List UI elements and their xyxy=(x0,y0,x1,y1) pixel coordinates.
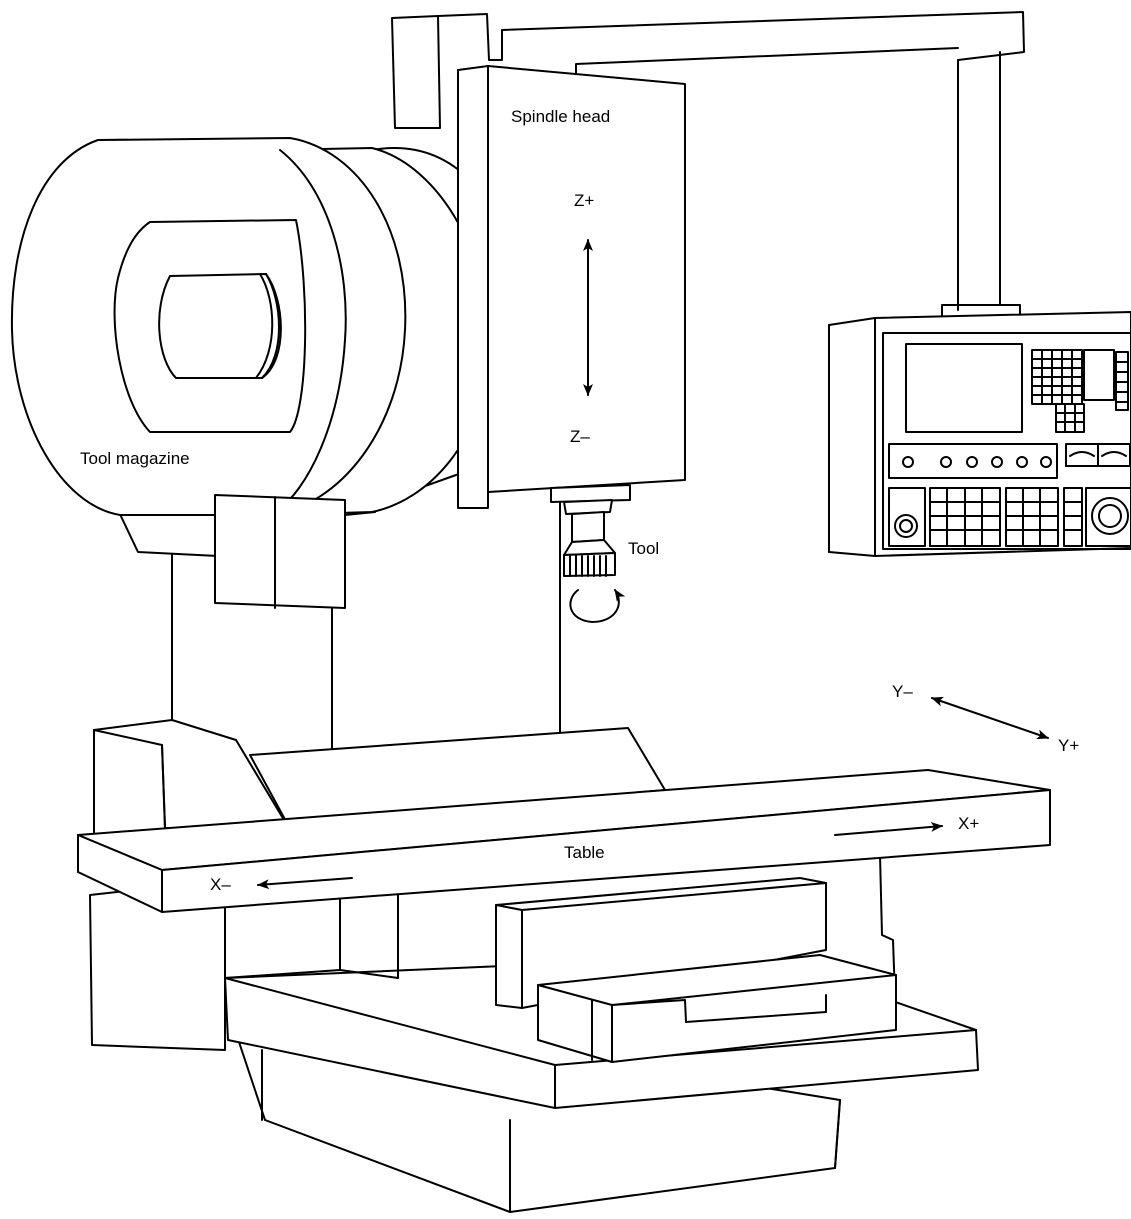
label-z-minus: Z– xyxy=(570,427,590,446)
label-tool: Tool xyxy=(628,539,659,558)
table xyxy=(77,769,1051,913)
x-minus-arrow xyxy=(257,877,353,890)
control-screen xyxy=(905,343,1023,433)
tool-magazine xyxy=(10,137,490,609)
label-tool-magazine: Tool magazine xyxy=(80,449,190,468)
label-y-plus: Y+ xyxy=(1058,736,1079,755)
control-panel xyxy=(828,304,1131,557)
label-y-minus: Y– xyxy=(892,682,913,701)
x-plus-arrow xyxy=(834,821,943,836)
machine-base xyxy=(89,719,979,1213)
tool xyxy=(563,499,626,623)
axis-arrows xyxy=(257,239,1049,890)
label-table: Table xyxy=(564,843,605,862)
y-axis-arrow xyxy=(931,696,1049,740)
labels: Spindle head Z+ Z– Tool magazine Tool Y–… xyxy=(80,107,1079,894)
indicator-row xyxy=(902,456,1052,468)
machine-column xyxy=(171,11,1025,749)
label-z-plus: Z+ xyxy=(574,191,594,210)
label-x-plus: X+ xyxy=(958,814,979,833)
keypad-grid xyxy=(1031,349,1129,433)
label-x-minus: X– xyxy=(210,875,231,894)
rotation-arrow xyxy=(569,589,626,623)
label-spindle-head: Spindle head xyxy=(511,107,610,126)
